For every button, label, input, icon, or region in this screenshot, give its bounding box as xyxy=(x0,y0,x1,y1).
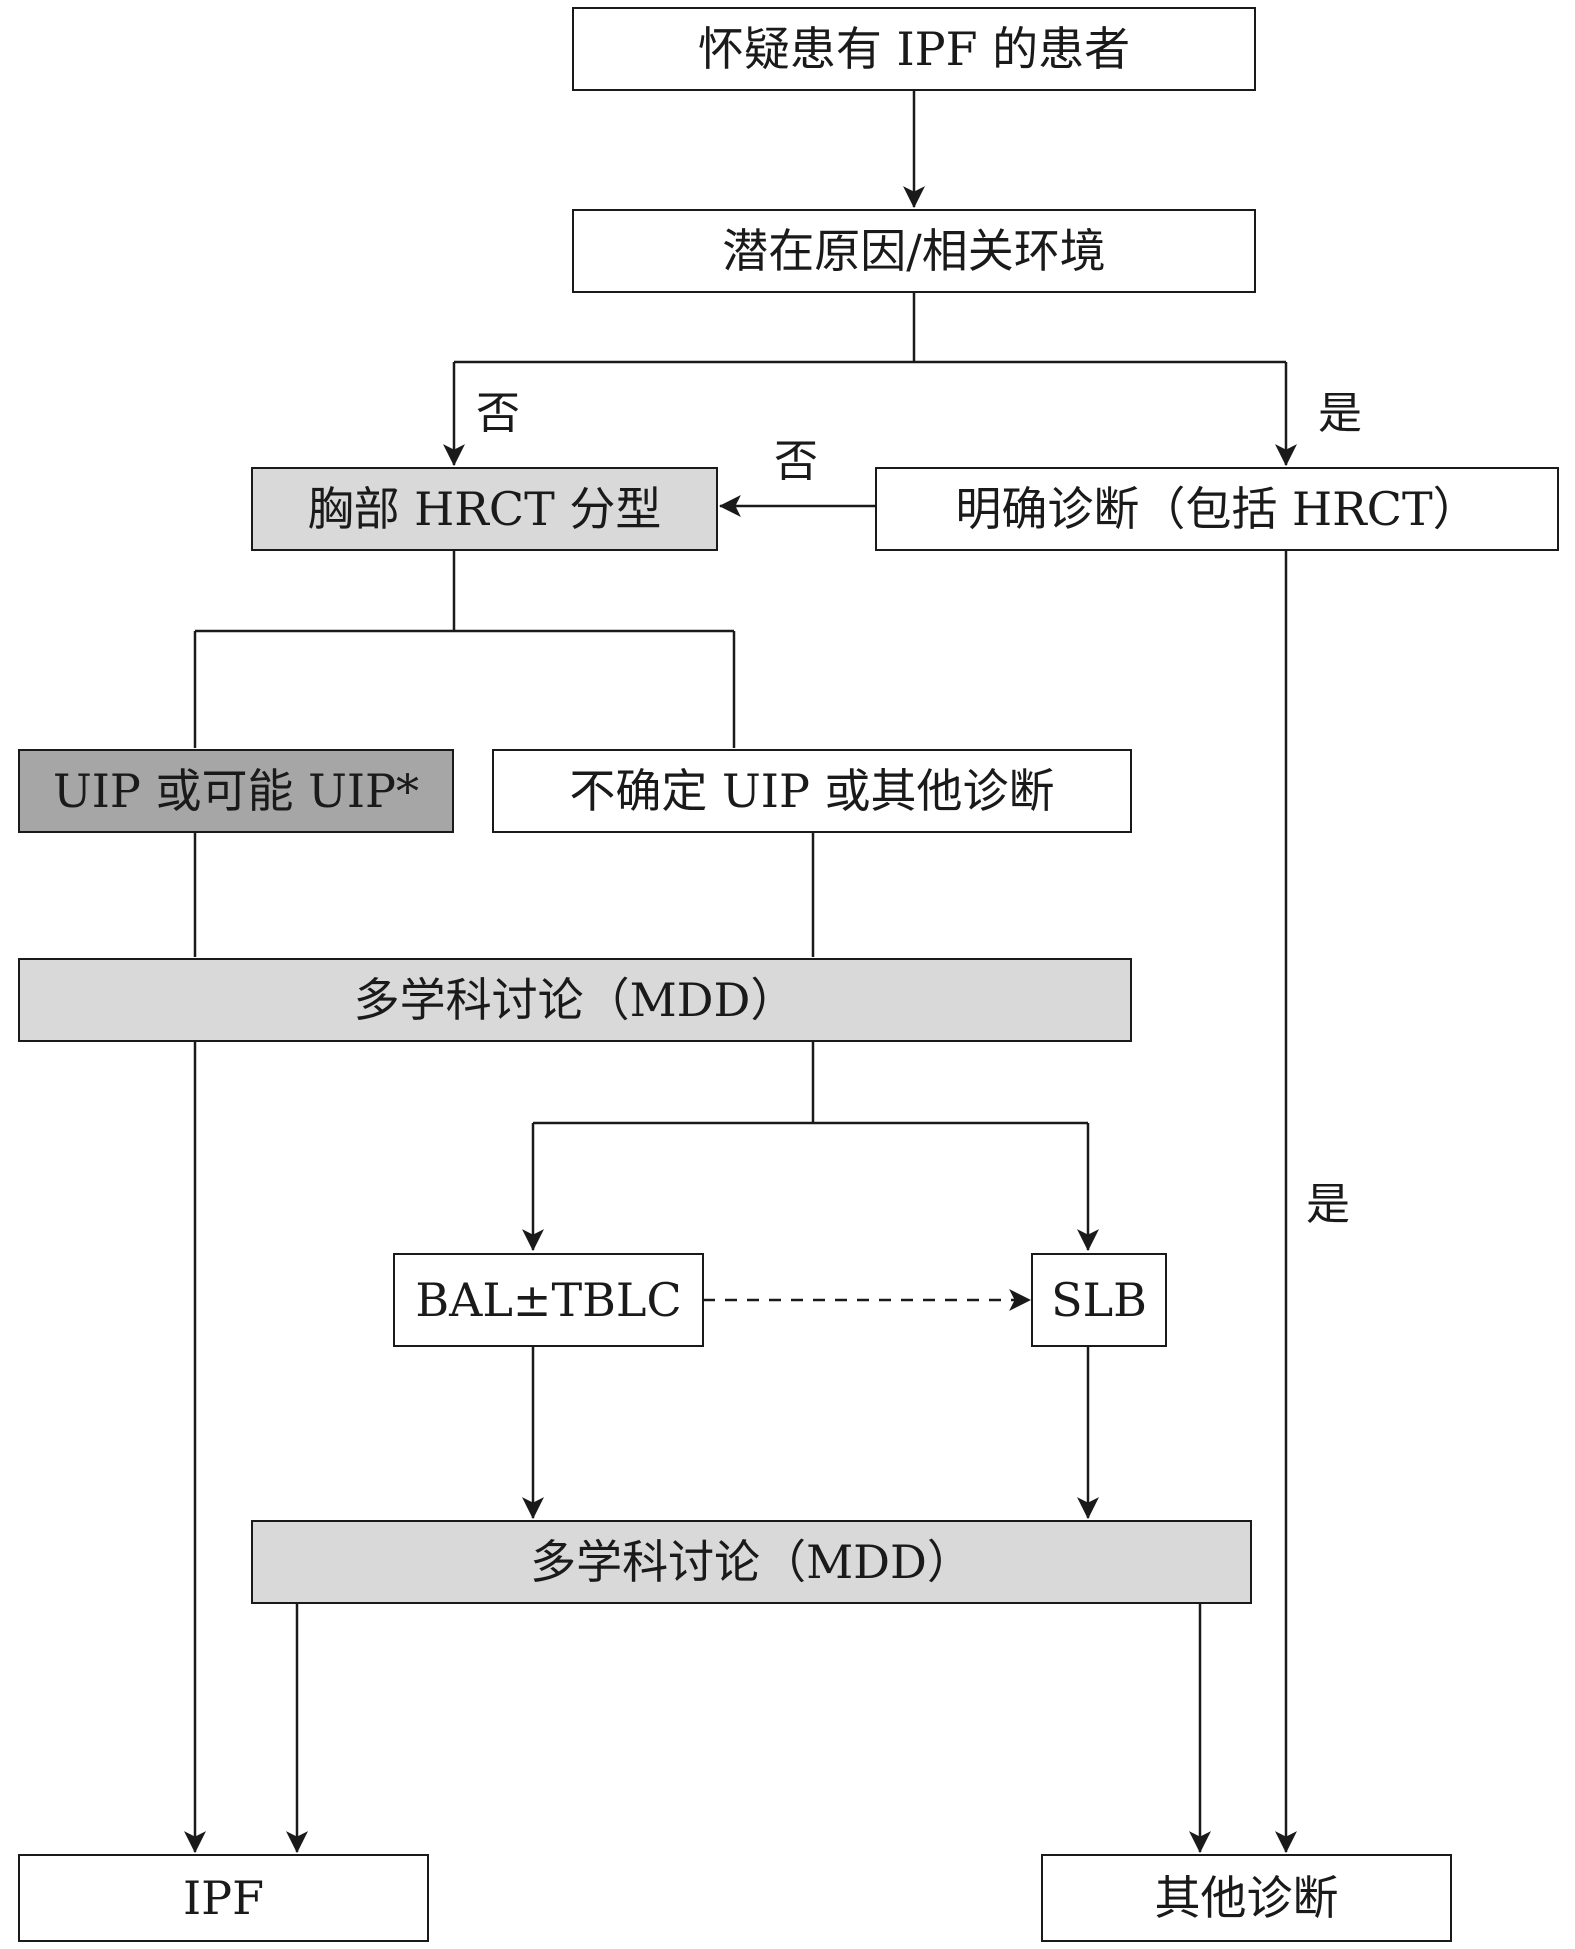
node-clear-diagnosis: 明确诊断（包括 HRCT） xyxy=(875,467,1559,551)
node-mdd-second: 多学科讨论（MDD） xyxy=(251,1520,1252,1604)
node-mdd-first: 多学科讨论（MDD） xyxy=(18,958,1132,1042)
node-bal-tblc: BAL±TBLC xyxy=(393,1253,704,1347)
label-yes-down: 是 xyxy=(1306,1179,1350,1230)
node-slb: SLB xyxy=(1031,1253,1167,1347)
label-yes-right: 是 xyxy=(1318,388,1362,439)
node-uncertain-uip: 不确定 UIP 或其他诊断 xyxy=(492,749,1132,833)
node-other-diagnosis: 其他诊断 xyxy=(1041,1854,1452,1942)
node-chest-hrct: 胸部 HRCT 分型 xyxy=(251,467,718,551)
node-uip: UIP 或可能 UIP* xyxy=(18,749,454,833)
node-suspected-patient: 怀疑患有 IPF 的患者 xyxy=(572,7,1256,91)
node-ipf: IPF xyxy=(18,1854,429,1942)
node-underlying-cause: 潜在原因/相关环境 xyxy=(572,209,1256,293)
label-no-left: 否 xyxy=(476,388,520,439)
label-no-back: 否 xyxy=(774,436,818,487)
